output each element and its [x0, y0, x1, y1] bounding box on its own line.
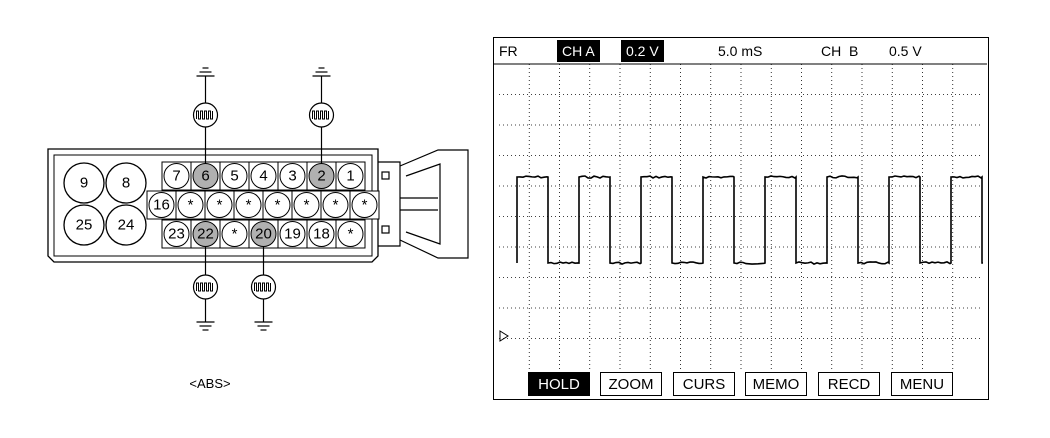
- channel-b-volts: 0.5 V: [889, 43, 922, 59]
- wheel-speed-sensor-icon: [250, 274, 277, 300]
- pin-circle: [206, 192, 233, 218]
- recd-button[interactable]: RECD: [818, 372, 880, 396]
- ground-symbol-icon: [312, 67, 331, 77]
- large-pin-circle: [63, 204, 105, 246]
- wheel-speed-sensor-icon: [192, 102, 219, 128]
- pin-circle: [235, 192, 262, 218]
- pin-circle: [163, 221, 190, 247]
- oscilloscope-screen: FR CH A 0.2 V 5.0 mS CH B 0.5 V HOLD ZOOM…: [493, 37, 989, 400]
- channel-a-label: CH A: [557, 40, 600, 62]
- pin-circle: [351, 192, 378, 218]
- pin-circle: [279, 163, 306, 189]
- pin-label: 18: [313, 226, 330, 243]
- scope-mode: FR: [499, 43, 518, 59]
- large-pin-label: 8: [122, 175, 130, 192]
- pin-circle: [337, 221, 364, 247]
- pin-circle: [177, 192, 204, 218]
- pin-label: *: [333, 197, 339, 214]
- pin-label: 7: [172, 168, 180, 185]
- pin-circle: [148, 192, 175, 218]
- pin-circle: [221, 221, 248, 247]
- large-pin-circle: [105, 204, 147, 246]
- pin-circle: [264, 192, 291, 218]
- pin-circle: [250, 163, 277, 189]
- pin-label: *: [348, 226, 354, 243]
- channel-a-waveform: [516, 175, 983, 265]
- wheel-speed-sensor-icon: [192, 274, 219, 300]
- pin-circle: [163, 163, 190, 189]
- pin-label: 23: [168, 226, 185, 243]
- hold-button[interactable]: HOLD: [528, 372, 590, 396]
- pin-circle: [337, 163, 364, 189]
- channel-a-volts: 0.2 V: [621, 40, 664, 62]
- large-pin-group: 9 8 25 24: [63, 162, 147, 246]
- pin-label: 5: [230, 168, 238, 185]
- connector-body: [47, 148, 379, 263]
- pin-label: 3: [288, 168, 296, 185]
- pin-label: *: [246, 197, 252, 214]
- large-pin-label: 25: [76, 217, 93, 234]
- pin-circle: [221, 163, 248, 189]
- diagram-caption: <ABS>: [189, 376, 231, 391]
- large-pin-label: 24: [118, 217, 135, 234]
- pin-circle: [308, 221, 335, 247]
- pin-label: *: [275, 197, 281, 214]
- pin-label: 2: [317, 168, 325, 185]
- zoom-button[interactable]: ZOOM: [600, 372, 662, 396]
- pin-label: *: [304, 197, 310, 214]
- timebase: 5.0 mS: [718, 43, 763, 59]
- pin-label: 16: [153, 197, 170, 214]
- pin-label: 4: [259, 168, 267, 185]
- pin-label: *: [217, 197, 223, 214]
- pin-label: 22: [197, 226, 214, 243]
- menu-button[interactable]: MENU: [891, 372, 953, 396]
- memo-button[interactable]: MEMO: [745, 372, 807, 396]
- channel-b-label: CH B: [821, 43, 859, 59]
- pin-circle: [279, 221, 306, 247]
- trigger-marker-icon: [499, 330, 509, 342]
- large-pin-label: 9: [80, 175, 88, 192]
- pin-label: 19: [284, 226, 301, 243]
- ground-symbol-icon: [196, 67, 215, 77]
- connector-locking-tab: [378, 149, 469, 259]
- pin-circle: [293, 192, 320, 218]
- sensor-group: [192, 67, 335, 331]
- ground-symbol-icon: [254, 321, 273, 331]
- pin-label: 6: [201, 168, 209, 185]
- pin-label: 20: [255, 226, 272, 243]
- scope-plot: [494, 63, 987, 369]
- scope-grid: [499, 64, 983, 369]
- curs-button[interactable]: CURS: [673, 372, 735, 396]
- pin-label: *: [188, 197, 194, 214]
- pin-label: *: [232, 226, 238, 243]
- pin-label: 1: [346, 168, 354, 185]
- large-pin-circle: [105, 162, 147, 204]
- ground-symbol-icon: [196, 321, 215, 331]
- large-pin-circle: [63, 162, 105, 204]
- pin-circle: [322, 192, 349, 218]
- pin-label: *: [362, 197, 368, 214]
- wheel-speed-sensor-icon: [308, 102, 335, 128]
